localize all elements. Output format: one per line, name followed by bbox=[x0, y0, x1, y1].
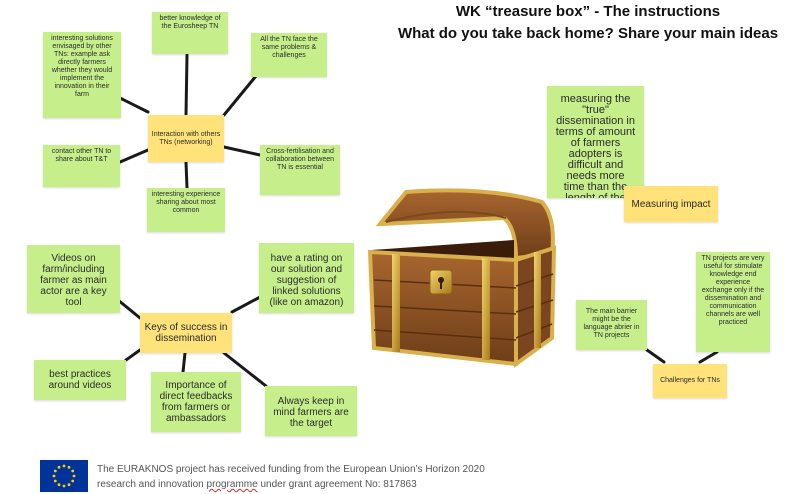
connector-line bbox=[222, 74, 258, 117]
note-experience-sharing: interesting experience sharing about mos… bbox=[147, 188, 225, 232]
funding-line-1: The EURAKNOS project has received fundin… bbox=[97, 464, 485, 475]
connector-line bbox=[118, 96, 150, 114]
funding-statement: The EURAKNOS project has received fundin… bbox=[97, 462, 485, 492]
note-tn-useful: TN projects are very useful for stimulat… bbox=[696, 252, 770, 352]
connector-line bbox=[181, 351, 187, 374]
note-direct-feedbacks-label: Importance of direct feedbacks from farm… bbox=[159, 380, 233, 424]
connector-line bbox=[116, 298, 142, 320]
note-same-problems-label: All the TN face the same problems & chal… bbox=[260, 36, 318, 59]
connector-line bbox=[222, 145, 262, 157]
hub-networking-label: Interaction with others TNs (networking) bbox=[151, 130, 221, 146]
hub-measuring-impact: Measuring impact bbox=[624, 186, 718, 222]
note-contact-other-tn: contact other TN to share about T&T bbox=[43, 145, 120, 187]
note-cross-fertilisation-label: Cross-fertilisation and collaboration be… bbox=[265, 148, 335, 171]
hub-dissemination-label: Keys of success in dissemination bbox=[144, 322, 228, 344]
connector-line bbox=[118, 148, 150, 164]
note-true-dissemination: measuring the "true" dissemination in te… bbox=[547, 86, 644, 198]
note-eurosheep-knowledge-label: better knowledge of the Eurosheep TN bbox=[159, 15, 221, 30]
note-rating-solution-label: have a rating on our solution and sugges… bbox=[269, 253, 344, 308]
note-contact-other-tn-label: contact other TN to share about T&T bbox=[51, 148, 112, 163]
hub-challenges-label: Challenges for TNs bbox=[660, 377, 720, 384]
funding-line-2-start: research and innovation bbox=[97, 479, 207, 490]
note-language-barrier-label: The main barrier might be the language a… bbox=[583, 308, 640, 339]
connector-line bbox=[222, 351, 268, 388]
note-videos-on-farm-label: Videos on farm/including farmer as main … bbox=[40, 253, 107, 308]
connector-line bbox=[645, 348, 666, 364]
note-direct-feedbacks: Importance of direct feedbacks from farm… bbox=[151, 372, 241, 432]
note-other-tn-solutions-label: interesting solutions envisaged by other… bbox=[51, 35, 113, 98]
title-line-2: What do you take back home? Share your m… bbox=[397, 25, 779, 42]
eu-flag-icon bbox=[40, 460, 88, 492]
note-tn-useful-label: TN projects are very useful for stimulat… bbox=[701, 255, 765, 326]
connector-line bbox=[230, 294, 264, 314]
note-true-dissemination-label: measuring the "true" dissemination in te… bbox=[555, 93, 636, 199]
note-language-barrier: The main barrier might be the language a… bbox=[576, 300, 647, 350]
title-line-1: WK “treasure box” - The instructions bbox=[455, 3, 721, 20]
funding-line-2: research and innovation programme under … bbox=[97, 477, 485, 492]
treasure-chest-image bbox=[367, 188, 557, 368]
connector-line bbox=[698, 350, 719, 364]
note-rating-solution: have a rating on our solution and sugges… bbox=[259, 243, 354, 313]
hub-challenges: Challenges for TNs bbox=[653, 364, 727, 398]
note-farmers-target: Always keep in mind farmers are the targ… bbox=[265, 386, 357, 436]
hub-measuring-impact-label: Measuring impact bbox=[631, 198, 711, 210]
note-eurosheep-knowledge: better knowledge of the Eurosheep TN bbox=[152, 12, 228, 54]
connector-line bbox=[184, 160, 189, 190]
hub-networking: Interaction with others TNs (networking) bbox=[148, 115, 224, 162]
note-experience-sharing-label: interesting experience sharing about mos… bbox=[151, 191, 221, 214]
connector-line bbox=[124, 348, 142, 362]
funding-programme-word: programme bbox=[206, 479, 258, 490]
note-other-tn-solutions: interesting solutions envisaged by other… bbox=[43, 32, 121, 118]
note-best-practices-videos: best practices around videos bbox=[34, 360, 126, 400]
hub-dissemination: Keys of success in dissemination bbox=[140, 313, 232, 353]
note-same-problems: All the TN face the same problems & chal… bbox=[251, 33, 327, 77]
funding-line-2-end: under grant agreement No: 817863 bbox=[257, 479, 417, 490]
connector-line bbox=[184, 53, 189, 117]
note-cross-fertilisation: Cross-fertilisation and collaboration be… bbox=[260, 145, 340, 195]
note-farmers-target-label: Always keep in mind farmers are the targ… bbox=[273, 396, 349, 429]
note-videos-on-farm: Videos on farm/including farmer as main … bbox=[27, 245, 120, 313]
note-best-practices-videos-label: best practices around videos bbox=[48, 369, 112, 391]
slide-title: WK “treasure box” - The instructions Wha… bbox=[380, 2, 796, 46]
